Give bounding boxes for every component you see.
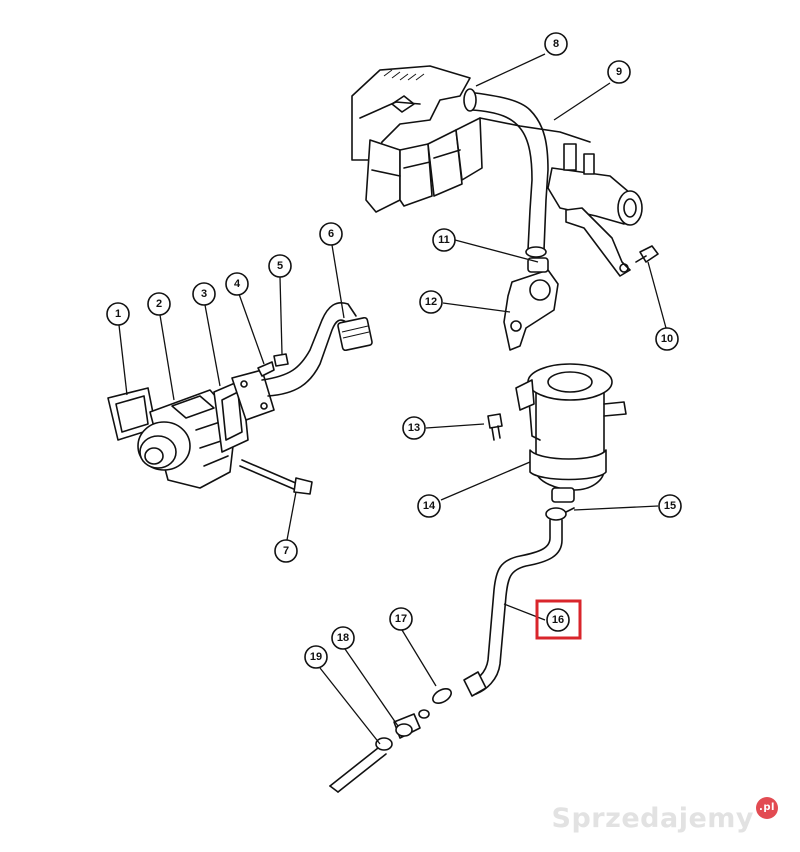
callout-11: 11 — [432, 228, 456, 252]
callout-label-17: 17 — [395, 613, 407, 625]
callout-label-13: 13 — [408, 422, 420, 434]
callout-label-4: 4 — [234, 278, 241, 290]
callout-10: 10 — [655, 327, 679, 351]
callout-15: 15 — [658, 494, 682, 518]
hose-16 — [463, 519, 563, 697]
fittings-17-19 — [329, 687, 452, 793]
callout-1: 1 — [106, 302, 130, 326]
callout-2: 2 — [147, 292, 171, 316]
callout-12: 12 — [419, 290, 443, 314]
watermark-brand: Sprzedajemy — [551, 803, 754, 834]
callout-5: 5 — [268, 254, 292, 278]
egr-valve-assembly — [107, 353, 313, 495]
watermark-logo: Sprzedajemy .pl — [551, 797, 778, 834]
callout-label-3: 3 — [201, 288, 207, 300]
callout-7: 7 — [274, 539, 298, 563]
callout-16: 16 — [546, 608, 570, 632]
callout-9: 9 — [607, 60, 631, 84]
callout-18: 18 — [331, 626, 355, 650]
callout-4: 4 — [225, 272, 249, 296]
watermark-suffix-badge: .pl — [756, 797, 778, 819]
callout-label-9: 9 — [616, 66, 622, 78]
callout-label-14: 14 — [423, 500, 436, 512]
callout-label-10: 10 — [661, 333, 673, 345]
callout-19: 19 — [304, 645, 328, 669]
callout-label-1: 1 — [115, 308, 121, 320]
highlight-box-16 — [535, 599, 582, 640]
canister-14 — [515, 363, 627, 503]
callout-label-19: 19 — [310, 651, 322, 663]
callout-label-11: 11 — [438, 234, 450, 246]
callout-label-18: 18 — [337, 632, 349, 644]
callout-label-8: 8 — [553, 38, 559, 50]
callout-3: 3 — [192, 282, 216, 306]
callout-13: 13 — [402, 416, 426, 440]
callout-label-15: 15 — [664, 500, 676, 512]
callout-label-5: 5 — [277, 260, 283, 272]
clamp-15 — [545, 507, 575, 521]
hose-9 — [463, 88, 549, 258]
bracket-12 — [503, 257, 559, 351]
leader-lines — [118, 53, 667, 745]
engine-manifold — [351, 65, 591, 213]
callout-14: 14 — [417, 494, 441, 518]
pipe-6 — [261, 302, 373, 397]
callout-label-2: 2 — [156, 298, 162, 310]
callout-label-7: 7 — [283, 545, 289, 557]
callout-17: 17 — [389, 607, 413, 631]
thermostat-housing — [547, 143, 643, 277]
callout-8: 8 — [544, 32, 568, 56]
callout-6: 6 — [319, 222, 343, 246]
bolt-10 — [635, 245, 659, 263]
callouts: 1 2 3 4 5 6 7 8 9 10 11 12 13 14 15 16 1… — [106, 32, 682, 669]
callout-label-12: 12 — [425, 296, 437, 308]
screw-13 — [487, 413, 503, 441]
callout-label-16: 16 — [552, 614, 564, 626]
callout-label-6: 6 — [328, 228, 334, 240]
